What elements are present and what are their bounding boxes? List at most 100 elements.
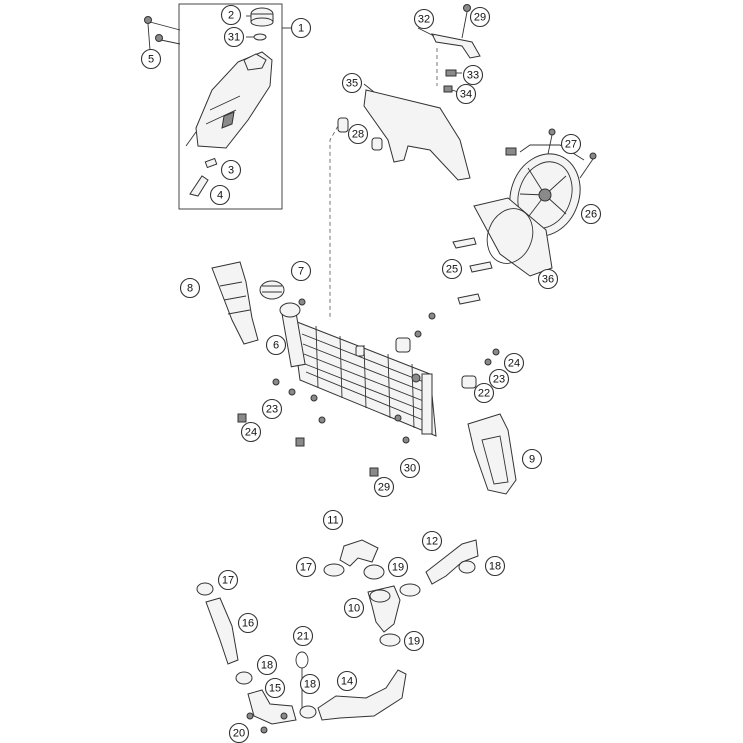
callout-circle — [403, 630, 425, 652]
expansion-tank — [185, 51, 273, 149]
callout-c33: 33 — [462, 64, 484, 86]
callout-circle — [209, 184, 231, 206]
callout-c18a: 18 — [484, 555, 506, 577]
callout-c26: 26 — [580, 203, 602, 225]
callout-label: 12 — [426, 536, 438, 548]
callout-c17a: 17 — [295, 556, 317, 578]
callout-circle — [264, 677, 286, 699]
callout-label: 14 — [341, 676, 353, 688]
callout-label: 27 — [565, 139, 577, 151]
callout-c2: 2 — [220, 4, 242, 26]
callout-c16: 16 — [237, 612, 259, 634]
callout-c5: 5 — [140, 48, 162, 70]
callout-label: 31 — [228, 32, 240, 44]
small-hose-part-4 — [189, 175, 209, 197]
callout-c36: 36 — [537, 268, 559, 290]
screw-and-grommet-parts — [237, 298, 500, 477]
radiator-cap-part-7 — [259, 280, 285, 300]
callout-circle — [256, 654, 278, 676]
callout-circle — [290, 260, 312, 282]
callout-c22: 22 — [473, 382, 495, 404]
callout-c20: 20 — [228, 722, 250, 743]
callout-label: 25 — [446, 264, 458, 276]
callout-label: 32 — [418, 14, 430, 26]
callout-label: 18 — [261, 660, 273, 672]
callout-circle — [341, 72, 363, 94]
callout-c10: 10 — [343, 597, 365, 619]
callout-circle — [387, 556, 409, 578]
callout-c19b: 19 — [403, 630, 425, 652]
hose-part-12 — [425, 539, 479, 585]
screw-part-25 — [452, 237, 493, 305]
callout-c24a: 24 — [503, 352, 525, 374]
callout-c23b: 23 — [261, 398, 283, 420]
callout-circle — [223, 26, 245, 48]
callout-circle — [462, 64, 484, 86]
callout-c32: 32 — [413, 8, 435, 30]
callout-circle — [421, 530, 443, 552]
callout-circle — [140, 48, 162, 70]
callout-c34: 34 — [455, 83, 477, 105]
callout-circle — [336, 670, 358, 692]
callout-c3: 3 — [220, 159, 242, 181]
callout-circle — [580, 203, 602, 225]
callout-label: 19 — [392, 562, 404, 574]
callout-circle — [322, 509, 344, 531]
callout-c11: 11 — [322, 509, 344, 531]
callout-circle — [373, 476, 395, 498]
callout-label: 1 — [298, 23, 304, 35]
callout-label: 24 — [508, 358, 520, 370]
callout-label: 24 — [245, 427, 257, 439]
callout-label: 16 — [242, 618, 254, 630]
callout-label: 23 — [493, 374, 505, 386]
hose-part-14 — [317, 669, 407, 721]
callout-circle — [299, 673, 321, 695]
callout-label: 26 — [585, 209, 597, 221]
callout-label: 35 — [346, 78, 358, 90]
thermostat-housing-part-10 — [367, 585, 401, 633]
callout-c14: 14 — [336, 670, 358, 692]
hose-clamp-part-19-upper — [363, 564, 421, 597]
radiator-spoiler-part-35 — [363, 83, 471, 181]
hose-clip-part-3 — [204, 157, 218, 169]
callout-circle — [560, 133, 582, 155]
hose-clamp-part-17-upper — [323, 563, 345, 577]
seal-ring-part-31 — [246, 33, 267, 41]
side-cover-part-9 — [467, 413, 517, 495]
filler-cap-part-2 — [246, 7, 274, 27]
callout-circle — [455, 83, 477, 105]
callout-label: 18 — [489, 561, 501, 573]
callout-label: 34 — [460, 89, 472, 101]
callout-circle — [537, 268, 559, 290]
callout-label: 10 — [348, 603, 360, 615]
callout-label: 8 — [187, 283, 193, 295]
callout-circle — [413, 8, 435, 30]
callout-label: 7 — [298, 266, 304, 278]
callout-label: 21 — [297, 631, 309, 643]
callout-label: 11 — [327, 515, 338, 527]
callout-c18c: 18 — [299, 673, 321, 695]
callout-label: 22 — [478, 388, 490, 400]
callout-c9: 9 — [521, 448, 543, 470]
callout-c12: 12 — [421, 530, 443, 552]
callout-label: 33 — [467, 70, 479, 82]
callout-label: 18 — [304, 679, 316, 691]
callout-c25: 25 — [441, 258, 463, 280]
callout-circle — [347, 123, 369, 145]
callout-circle — [237, 612, 259, 634]
callout-circle — [290, 17, 312, 39]
callout-circle — [484, 555, 506, 577]
hose-part-11 — [339, 539, 379, 567]
callout-label: 17 — [300, 562, 312, 574]
rubber-grommet-part-33 — [445, 69, 462, 77]
callout-label: 2 — [228, 10, 234, 22]
screw-part-20 — [246, 712, 288, 734]
callout-label: 23 — [266, 404, 278, 416]
callout-c23a: 23 — [488, 368, 510, 390]
callout-c1: 1 — [290, 17, 312, 39]
callout-c27: 27 — [560, 133, 582, 155]
callout-c6: 6 — [265, 334, 287, 356]
callout-circle — [217, 569, 239, 591]
callout-c7: 7 — [290, 260, 312, 282]
hose-part-16 — [205, 597, 239, 665]
